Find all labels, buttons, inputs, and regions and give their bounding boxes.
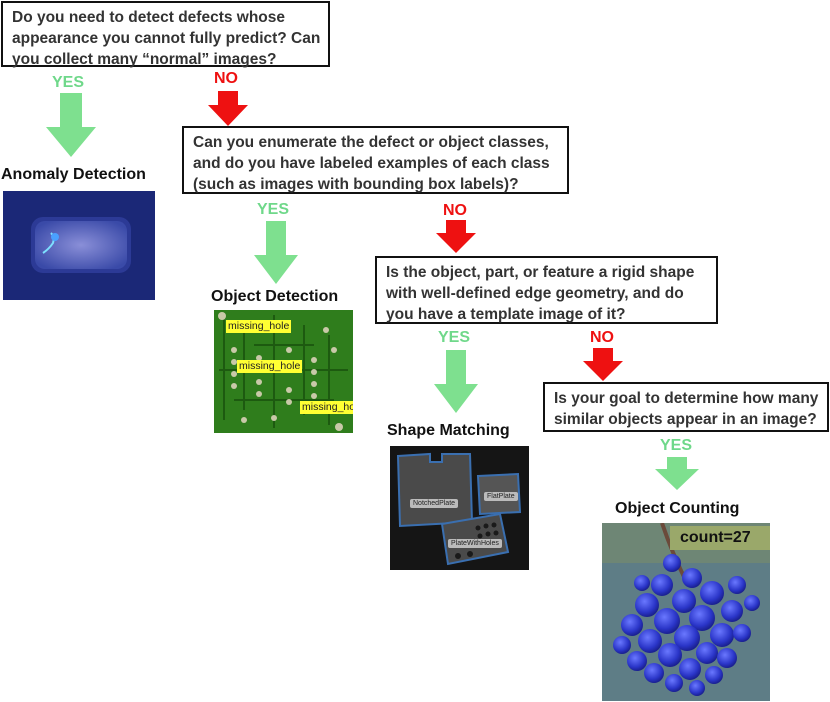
question-3-line-1: Is the object, part, or feature a rigid … [386, 264, 695, 281]
question-box-1: Do you need to detect defects whose appe… [1, 1, 330, 68]
question-1-line-3: you collect many “normal” images? [12, 51, 277, 68]
no-label-3: NO [590, 329, 614, 346]
question-box-2: Can you enumerate the defect or object c… [182, 126, 569, 194]
question-2-line-3: (such as images with bounding box labels… [193, 176, 519, 193]
no-arrow-2 [436, 220, 476, 253]
count-label: count=27 [670, 526, 770, 550]
no-label-1: NO [214, 70, 238, 87]
question-4-line-2: similar objects appear in an image? [554, 411, 817, 428]
outcome-object-counting: Object Counting [615, 500, 740, 517]
detection-label-3: missing_hole [300, 401, 353, 414]
outcome-object-detection: Object Detection [211, 288, 339, 305]
question-2-line-1: Can you enumerate the defect or object c… [193, 134, 549, 151]
shape-matching-example-image: NotchedPlate FlatPlate PlateWithHoles [390, 446, 529, 570]
object-detection-example-image: missing_hole missing_hole missing_hole [214, 310, 353, 433]
yes-label-2: YES [257, 201, 290, 218]
outcome-anomaly-detection: Anomaly Detection [1, 166, 146, 183]
yes-arrow-2 [254, 221, 298, 284]
outcome-shape-matching: Shape Matching [387, 422, 510, 439]
yes-arrow-1 [46, 93, 96, 157]
no-label-2: NO [443, 202, 467, 219]
question-2-line-2: and do you have labeled examples of each… [193, 155, 550, 172]
question-1-line-2: appearance you cannot fully predict? Can [12, 30, 321, 47]
question-3-line-3: you have a template image of it? [386, 306, 626, 323]
yes-label-4: YES [660, 437, 693, 454]
yes-arrow-4 [655, 457, 699, 490]
shape-label-notched: NotchedPlate [410, 499, 459, 508]
question-box-4: Is your goal to determine how many simil… [543, 382, 829, 432]
shape-label-holes: PlateWithHoles [448, 539, 502, 548]
shape-label-flat: FlatPlate [484, 492, 518, 501]
object-counting-example-image: count=27 [602, 523, 770, 701]
anomaly-example-image [3, 191, 155, 300]
yes-arrow-3 [434, 350, 478, 413]
question-4-line-1: Is your goal to determine how many [554, 390, 819, 407]
no-arrow-1 [208, 91, 248, 126]
question-1-line-1: Do you need to detect defects whose [12, 9, 286, 26]
detection-label-1: missing_hole [226, 320, 292, 333]
question-box-3: Is the object, part, or feature a rigid … [375, 256, 718, 324]
yes-label-1: YES [52, 74, 85, 91]
detection-label-2: missing_hole [237, 360, 303, 373]
yes-label-3: YES [438, 329, 471, 346]
no-arrow-3 [583, 348, 623, 381]
question-3-line-2: with well-defined edge geometry, and do [386, 285, 684, 302]
